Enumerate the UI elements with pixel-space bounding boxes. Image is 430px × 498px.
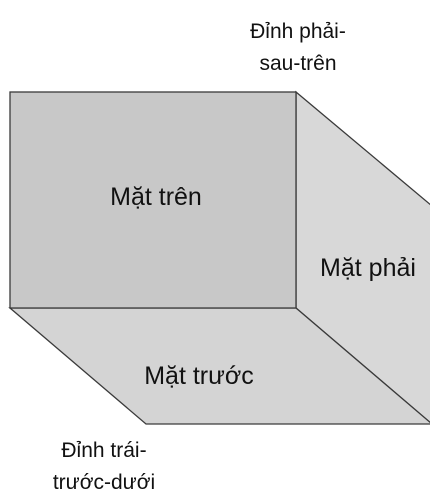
top-face-label: Mặt trên bbox=[110, 183, 202, 211]
front-left-bottom-vertex-label-line1: Đỉnh trái- bbox=[61, 439, 146, 462]
back-right-top-vertex-label-line2: sau-trên bbox=[259, 52, 336, 75]
top-face bbox=[9, 91, 297, 309]
back-right-top-vertex-label-line1: Đỉnh phải- bbox=[250, 20, 346, 43]
front-face-label: Mặt trước bbox=[144, 362, 254, 390]
right-face-label: Mặt phải bbox=[320, 254, 416, 282]
front-left-bottom-vertex-label-line2: trước-dưới bbox=[53, 471, 155, 494]
